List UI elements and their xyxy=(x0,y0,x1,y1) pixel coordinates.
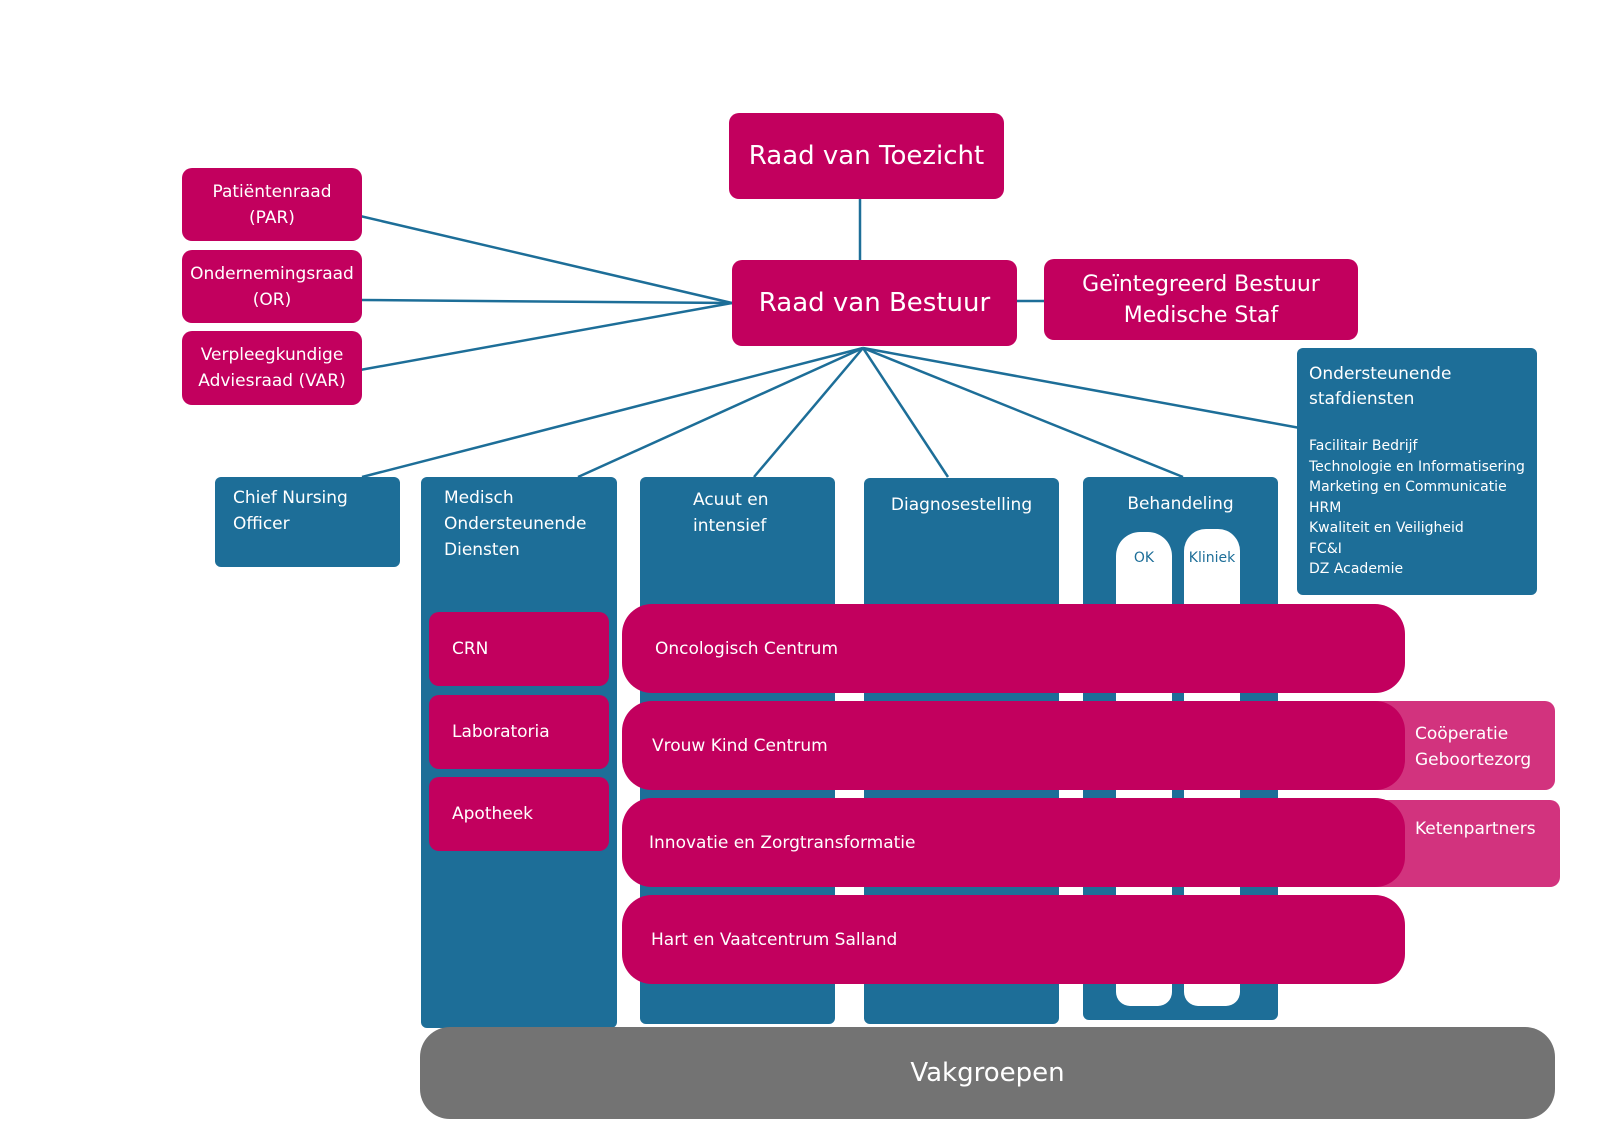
advisory-box-par[interactable]: Patiëntenraad (PAR) xyxy=(182,168,362,241)
raad-van-toezicht-label: Raad van Toezicht xyxy=(748,141,985,171)
connector-rvb-diagnose xyxy=(861,347,950,478)
centre-oncologisch[interactable]: Oncologisch Centrum xyxy=(622,604,1405,693)
column-behandeling-label: Behandeling xyxy=(1127,494,1234,514)
mod-unit-apotheek[interactable]: Apotheek xyxy=(429,777,609,851)
centre-hart-vaat[interactable]: Hart en Vaatcentrum Salland xyxy=(622,895,1405,984)
partner-label: Coöperatie Geboortezorg xyxy=(1415,724,1532,770)
mod-unit-label: Apotheek xyxy=(452,804,534,824)
partner-label: Ketenpartners xyxy=(1415,819,1536,839)
staff-service-item: DZ Academie xyxy=(1309,561,1404,577)
behandeling-ok-label: OK xyxy=(1133,550,1155,566)
connector-par-rvb xyxy=(359,214,733,305)
staff-service-item: Technologie en Informatisering xyxy=(1309,458,1525,475)
staff-service-item: FC&I xyxy=(1309,540,1342,557)
advisory-label: Verpleegkundige Adviesraad (VAR) xyxy=(198,345,346,391)
column-acuut-label: Acuut en intensief xyxy=(693,490,769,536)
centre-label: Innovatie en Zorgtransformatie xyxy=(649,832,916,853)
connector-var-rvb xyxy=(359,301,733,372)
centre-innovatie[interactable]: Innovatie en Zorgtransformatie xyxy=(622,798,1405,887)
staff-service-item: Facilitair Bedrijf xyxy=(1309,438,1418,454)
advisory-box-var[interactable]: Verpleegkundige Adviesraad (VAR) xyxy=(182,331,362,405)
staff-services-title: Ondersteunende stafdiensten xyxy=(1309,364,1452,409)
connector-or-rvb xyxy=(359,298,733,305)
mod-unit-crn[interactable]: CRN xyxy=(429,612,609,686)
advisory-label: Patiëntenraad (PAR) xyxy=(212,181,332,228)
raad-van-toezicht-box[interactable]: Raad van Toezicht xyxy=(729,113,1004,199)
vakgroepen-bar[interactable]: Vakgroepen xyxy=(420,1027,1555,1119)
geintegreerd-bestuur-box[interactable]: Geïntegreerd Bestuur Medische Staf xyxy=(1044,259,1358,340)
chief-nursing-officer-label: Chief Nursing Officer xyxy=(233,488,348,534)
connector-rvb-staf xyxy=(862,346,1301,430)
mod-unit-label: Laboratoria xyxy=(452,722,550,742)
advisory-label: Ondernemingsraad (OR) xyxy=(190,263,354,310)
behandeling-kliniek-label: Kliniek xyxy=(1188,550,1236,566)
staff-service-item: Marketing en Communicatie xyxy=(1309,479,1507,495)
mod-unit-label: CRN xyxy=(452,639,489,659)
raad-van-bestuur-box[interactable]: Raad van Bestuur xyxy=(732,260,1017,346)
vakgroepen-label: Vakgroepen xyxy=(910,1058,1065,1088)
staff-services-box[interactable]: Ondersteunende stafdiensten Facilitair B… xyxy=(1297,348,1537,595)
connector-rvb-cno xyxy=(361,346,864,479)
column-diagnose-label: Diagnosestelling xyxy=(890,495,1033,515)
connector-rvb-behandeling xyxy=(862,346,1184,479)
column-mod-label: Medisch Ondersteunende Diensten xyxy=(444,488,587,560)
staff-service-item: HRM xyxy=(1309,499,1342,516)
advisory-box-or[interactable]: Ondernemingsraad (OR) xyxy=(182,250,362,323)
raad-van-bestuur-label: Raad van Bestuur xyxy=(758,288,991,318)
geintegreerd-bestuur-label: Geïntegreerd Bestuur Medische Staf xyxy=(1082,271,1320,328)
mod-unit-laboratoria[interactable]: Laboratoria xyxy=(429,695,609,769)
centre-label: Vrouw Kind Centrum xyxy=(652,735,828,756)
centre-label: Hart en Vaatcentrum Salland xyxy=(651,929,898,950)
staff-service-item: Kwaliteit en Veiligheid xyxy=(1309,520,1464,536)
centre-vrouw-kind[interactable]: Vrouw Kind Centrum xyxy=(622,701,1405,790)
centre-label: Oncologisch Centrum xyxy=(655,638,839,659)
connector-rvb-mod xyxy=(577,346,864,479)
connector-rvb-acuut xyxy=(753,347,864,478)
chief-nursing-officer-box[interactable]: Chief Nursing Officer xyxy=(215,477,400,567)
